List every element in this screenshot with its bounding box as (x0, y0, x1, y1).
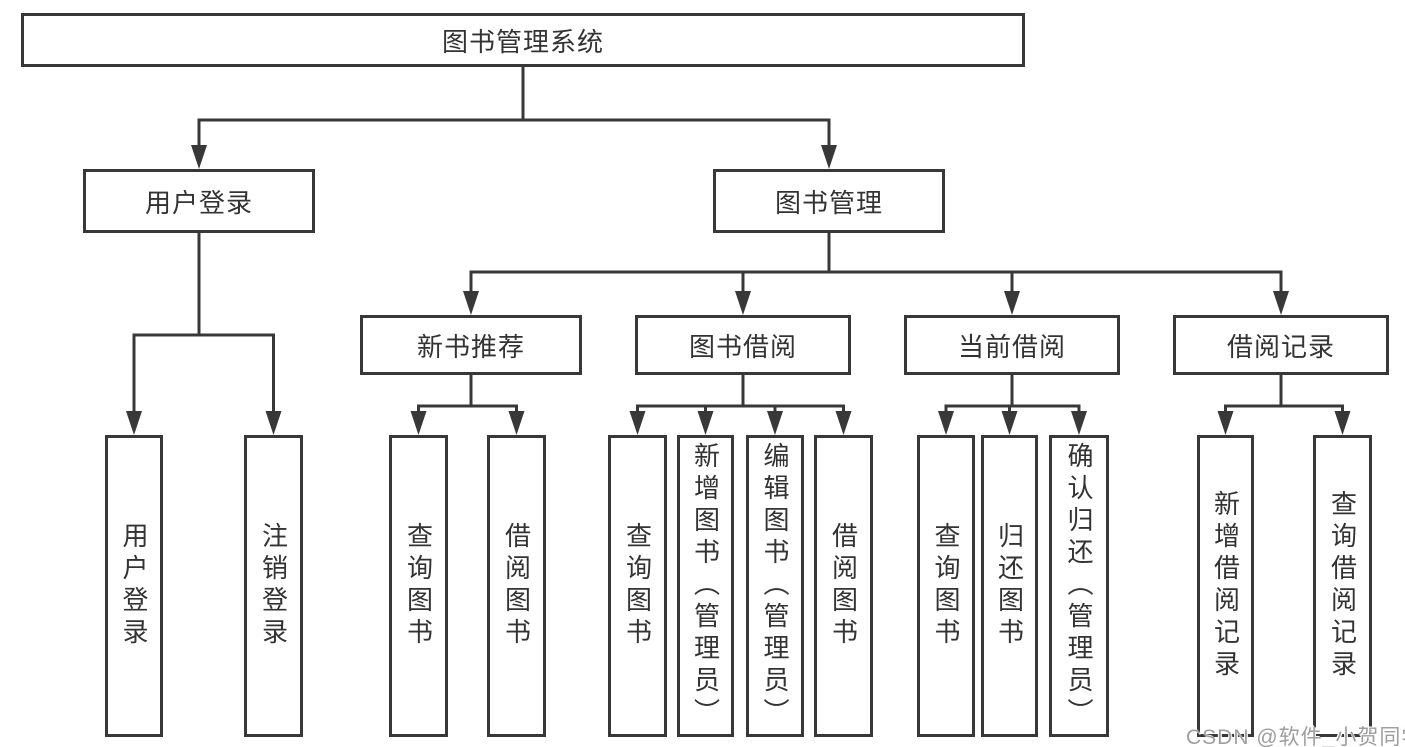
node-leaf-label: 用户登录 (119, 522, 149, 650)
node-leaf-label: 编辑图书（管理员） (760, 442, 790, 730)
node-book-management-label: 图书管理 (774, 187, 883, 218)
connector-borrow-record-children (1217, 375, 1351, 435)
node-current-borrow-label: 当前借阅 (957, 331, 1066, 362)
node-leaf-add-borrow-record: 新增借阅记录 (1197, 435, 1254, 737)
node-leaf-label: 查询图书 (622, 522, 653, 650)
node-leaf-label: 借阅图书 (501, 522, 532, 650)
node-leaf-label: 借阅图书 (828, 522, 859, 650)
node-book-borrow: 图书借阅 (635, 315, 851, 375)
node-leaf-user-login: 用户登录 (105, 435, 163, 737)
node-current-borrow: 当前借阅 (904, 315, 1120, 375)
node-leaf-label: 确认归还（管理员） (1064, 442, 1094, 730)
connector-new-book-recommend-children (410, 375, 525, 435)
node-borrow-record-label: 借阅记录 (1226, 331, 1335, 362)
node-root: 图书管理系统 (21, 13, 1025, 67)
connector-root-to-level2 (191, 67, 837, 169)
connector-book-management-children (463, 233, 1289, 315)
connector-user-login-children (126, 233, 282, 435)
node-leaf-query-books-current: 查询图书 (917, 435, 975, 737)
node-leaf-label: 查询图书 (403, 522, 434, 650)
node-leaf-return-books: 归还图书 (981, 435, 1038, 737)
node-leaf-logout: 注销登录 (244, 435, 303, 737)
node-book-borrow-label: 图书借阅 (688, 331, 797, 362)
node-leaf-label: 归还图书 (994, 522, 1025, 650)
node-leaf-label: 查询借阅记录 (1327, 490, 1358, 682)
node-leaf-edit-books-admin: 编辑图书（管理员） (746, 435, 804, 737)
node-leaf-add-books-admin: 新增图书（管理员） (677, 435, 734, 737)
node-leaf-query-borrow-record: 查询借阅记录 (1313, 435, 1372, 737)
connector-book-borrow-children (629, 375, 852, 435)
node-leaf-confirm-return-admin: 确认归还（管理员） (1049, 435, 1109, 737)
node-leaf-label: 查询图书 (931, 522, 961, 650)
node-leaf-label: 新增图书（管理员） (690, 442, 721, 730)
node-leaf-query-books-borrow: 查询图书 (608, 435, 667, 737)
node-leaf-label: 注销登录 (258, 522, 289, 650)
node-user-login-label: 用户登录 (144, 187, 253, 218)
node-leaf-label: 新增借阅记录 (1210, 490, 1241, 682)
node-book-management: 图书管理 (713, 169, 945, 233)
node-user-login: 用户登录 (83, 169, 315, 233)
node-leaf-borrow-books-recommend: 借阅图书 (487, 435, 546, 737)
node-borrow-record: 借阅记录 (1173, 315, 1389, 375)
node-root-label: 图书管理系统 (441, 26, 604, 57)
node-leaf-query-books-recommend: 查询图书 (389, 435, 448, 737)
connector-current-borrow-children (938, 375, 1087, 435)
csdn-watermark: CSDN @软件_小贺同学 (1186, 726, 1405, 747)
node-leaf-borrow-books: 借阅图书 (814, 435, 873, 737)
node-new-book-recommend-label: 新书推荐 (416, 331, 525, 362)
node-new-book-recommend: 新书推荐 (360, 315, 582, 375)
